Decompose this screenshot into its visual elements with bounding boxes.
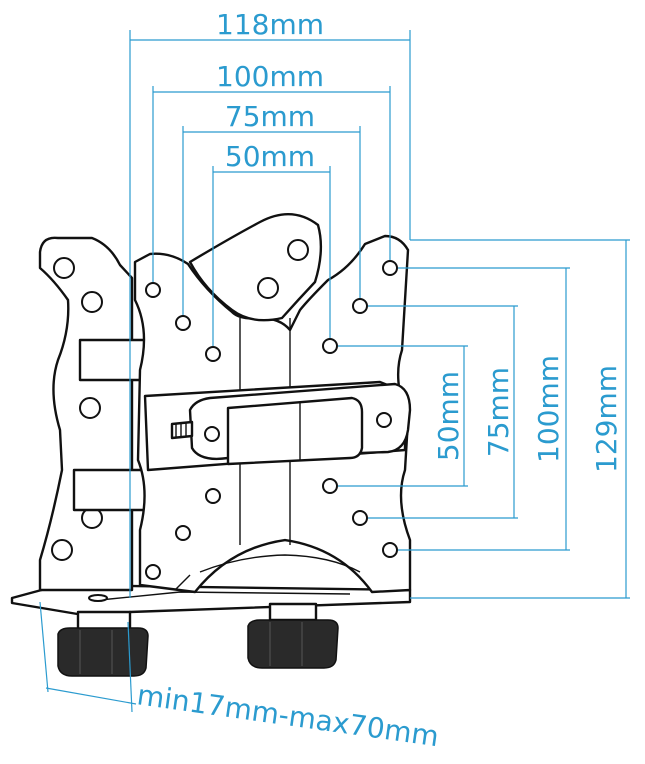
dim-label-75mm: 75mm <box>225 100 315 133</box>
strap-screw-hole <box>376 412 392 428</box>
vesa-hole-75 <box>175 315 191 331</box>
vesa-hole-50 <box>205 346 221 362</box>
back-plate-hole <box>53 257 75 279</box>
back-plate-hole <box>51 539 73 561</box>
vesa-hole-100 <box>145 282 161 298</box>
clamp-range-label: min17mm-max70mm <box>135 678 441 753</box>
vesa-hole-75 <box>352 510 368 526</box>
strap-screw-hole <box>204 426 220 442</box>
clamp-knob-left <box>57 610 149 677</box>
vesa-hole-100 <box>382 260 398 276</box>
vesa-hole-50 <box>322 478 338 494</box>
vesa-hole-75 <box>175 525 191 541</box>
horizontal-dimensions: 118mm 100mm 75mm 50mm <box>129 8 411 598</box>
clamp-knob-right <box>247 602 339 669</box>
vesa-hole-50 <box>322 338 338 354</box>
vesa-hole-75 <box>352 298 368 314</box>
dim-label-v-129mm: 129mm <box>590 365 623 473</box>
back-plate-hole <box>79 397 101 419</box>
dim-label-100mm: 100mm <box>216 60 324 93</box>
dim-label-v-50mm: 50mm <box>432 371 465 461</box>
back-vesa-plate <box>38 236 134 592</box>
dim-label-v-75mm: 75mm <box>482 367 515 457</box>
top-hole <box>257 277 279 299</box>
dim-label-v-100mm: 100mm <box>532 355 565 463</box>
back-plate-hole <box>81 291 103 313</box>
vesa-hole-100 <box>145 564 161 580</box>
vesa-hole-50 <box>205 488 221 504</box>
dim-label-118mm: 118mm <box>216 8 324 41</box>
top-hole <box>287 239 309 261</box>
vertical-dimensions: 50mm 75mm 100mm 129mm <box>338 239 630 599</box>
vesa-hole-100 <box>382 542 398 558</box>
clamp-strap <box>143 380 412 472</box>
dim-label-50mm: 50mm <box>225 140 315 173</box>
